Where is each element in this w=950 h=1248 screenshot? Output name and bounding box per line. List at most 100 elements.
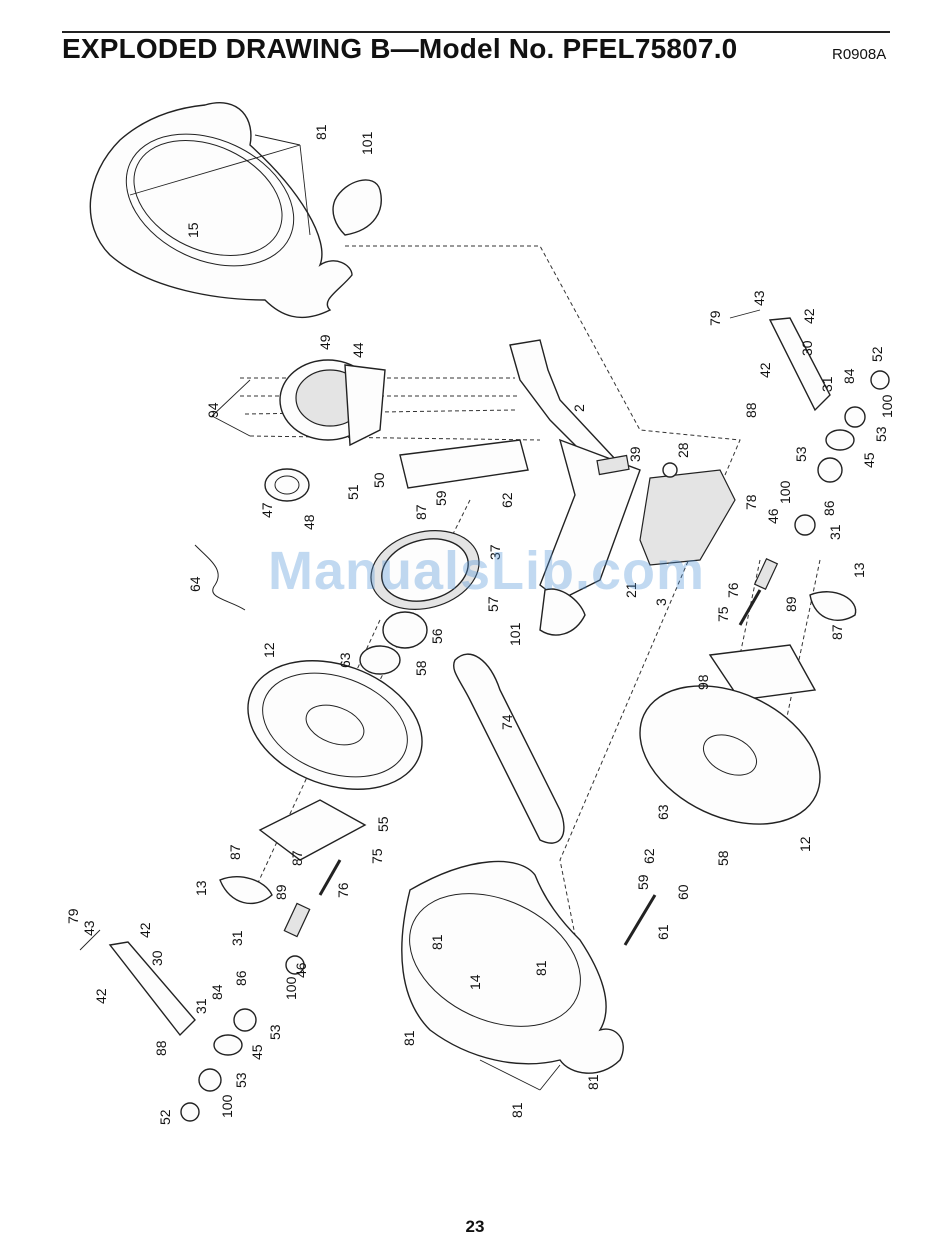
part-76-axle-right bbox=[738, 589, 762, 626]
part-56-hub bbox=[382, 611, 428, 649]
callout: 84 bbox=[841, 368, 857, 384]
callout: 101 bbox=[507, 622, 523, 646]
callout: 42 bbox=[93, 988, 109, 1004]
part-58-disc bbox=[359, 645, 401, 675]
part-89-spring-right bbox=[753, 557, 779, 591]
header-rule bbox=[62, 31, 890, 33]
callout: 14 bbox=[467, 974, 483, 990]
callout: 52 bbox=[869, 346, 885, 362]
part-39-block bbox=[596, 454, 630, 476]
callout: 59 bbox=[433, 490, 449, 506]
callout: 60 bbox=[675, 884, 691, 900]
callout: 89 bbox=[783, 596, 799, 612]
callout: 3 bbox=[653, 598, 669, 606]
callout: 62 bbox=[499, 492, 515, 508]
callout: 31 bbox=[819, 376, 835, 392]
part-12-disc-right bbox=[639, 685, 821, 825]
page-title: EXPLODED DRAWING B—Model No. PFEL75807.0 bbox=[62, 33, 738, 64]
part-74-belt bbox=[453, 653, 565, 844]
callout: 53 bbox=[873, 426, 889, 442]
part-49-motor-housing bbox=[279, 359, 386, 447]
callout: 42 bbox=[137, 922, 153, 938]
callout: 49 bbox=[317, 334, 333, 350]
part-46-hub-left bbox=[285, 955, 305, 975]
part-15-upper-shroud bbox=[89, 102, 353, 319]
callout: 88 bbox=[153, 1040, 169, 1056]
callout: 81 bbox=[429, 934, 445, 950]
callout: 87 bbox=[413, 504, 429, 520]
callout: 13 bbox=[851, 562, 867, 578]
callout: 98 bbox=[695, 674, 711, 690]
callout: 46 bbox=[765, 508, 781, 524]
part-12-disc-left bbox=[247, 660, 423, 790]
callout: 45 bbox=[249, 1044, 265, 1060]
part-98-plate-right bbox=[708, 644, 817, 701]
part-13-cover-right bbox=[809, 591, 857, 621]
callout: 61 bbox=[655, 924, 671, 940]
callout: 53 bbox=[233, 1072, 249, 1088]
part-30-arm-left bbox=[108, 941, 196, 1037]
callout: 58 bbox=[715, 850, 731, 866]
part-53-bearing-left-b bbox=[198, 1068, 222, 1092]
page-number: 23 bbox=[465, 1217, 485, 1236]
part-53-bearing-left-a bbox=[233, 1008, 257, 1032]
callout: 43 bbox=[81, 920, 97, 936]
callout: 100 bbox=[879, 394, 895, 418]
callout: 76 bbox=[725, 582, 741, 598]
callout: 81 bbox=[509, 1102, 525, 1118]
callout: 30 bbox=[799, 340, 815, 356]
part-52-cap-right bbox=[870, 370, 890, 390]
callout: 76 bbox=[335, 882, 351, 898]
callout: 52 bbox=[157, 1109, 173, 1125]
part-57-flywheel bbox=[370, 530, 480, 610]
callout: 88 bbox=[743, 402, 759, 418]
callout: 87 bbox=[227, 844, 243, 860]
callout: 55 bbox=[375, 816, 391, 832]
callout: 28 bbox=[675, 442, 691, 458]
callout: 87 bbox=[289, 850, 305, 866]
part-76-axle-left bbox=[318, 859, 342, 896]
part-14-lower-shroud bbox=[401, 860, 624, 1074]
callout: 37 bbox=[487, 544, 503, 560]
callout-leaders bbox=[79, 134, 761, 1091]
callout: 81 bbox=[533, 960, 549, 976]
callout: 89 bbox=[273, 884, 289, 900]
part-47-plate bbox=[264, 468, 310, 502]
watermark: ManualsLib.com bbox=[268, 541, 706, 601]
callout: 53 bbox=[793, 446, 809, 462]
callout: 81 bbox=[401, 1030, 417, 1046]
callout: 58 bbox=[413, 660, 429, 676]
part-45-sleeve-right bbox=[825, 429, 855, 451]
callout: 2 bbox=[571, 404, 587, 412]
part-45-sleeve-left bbox=[213, 1034, 243, 1056]
part-53-bearing-right-a bbox=[844, 406, 866, 428]
callout: 100 bbox=[219, 1094, 235, 1118]
callout: 31 bbox=[193, 998, 209, 1014]
callout: 81 bbox=[585, 1074, 601, 1090]
callout: 79 bbox=[707, 310, 723, 326]
callout: 87 bbox=[829, 624, 845, 640]
callout: 86 bbox=[233, 970, 249, 986]
callout: 53 bbox=[267, 1024, 283, 1040]
callout: 44 bbox=[350, 342, 366, 358]
part-46-hub-right bbox=[794, 514, 816, 536]
part-30-arm-right bbox=[768, 317, 831, 412]
callout: 75 bbox=[715, 606, 731, 622]
callout: 12 bbox=[797, 836, 813, 852]
callout: 86 bbox=[821, 500, 837, 516]
part-52-cap-left bbox=[180, 1102, 200, 1122]
callout: 46 bbox=[293, 962, 309, 978]
callout: 13 bbox=[193, 880, 209, 896]
callout: 63 bbox=[655, 804, 671, 820]
callout: 101 bbox=[359, 131, 375, 155]
callout: 51 bbox=[345, 484, 361, 500]
callout: 48 bbox=[301, 514, 317, 530]
callout: 42 bbox=[757, 362, 773, 378]
callout: 31 bbox=[229, 930, 245, 946]
callout: 39 bbox=[627, 446, 643, 462]
part-53-bearing-right-b bbox=[817, 457, 843, 483]
callout: 74 bbox=[499, 714, 515, 730]
callout: 50 bbox=[371, 472, 387, 488]
part-28-cap bbox=[662, 462, 678, 478]
callout: 30 bbox=[149, 950, 165, 966]
